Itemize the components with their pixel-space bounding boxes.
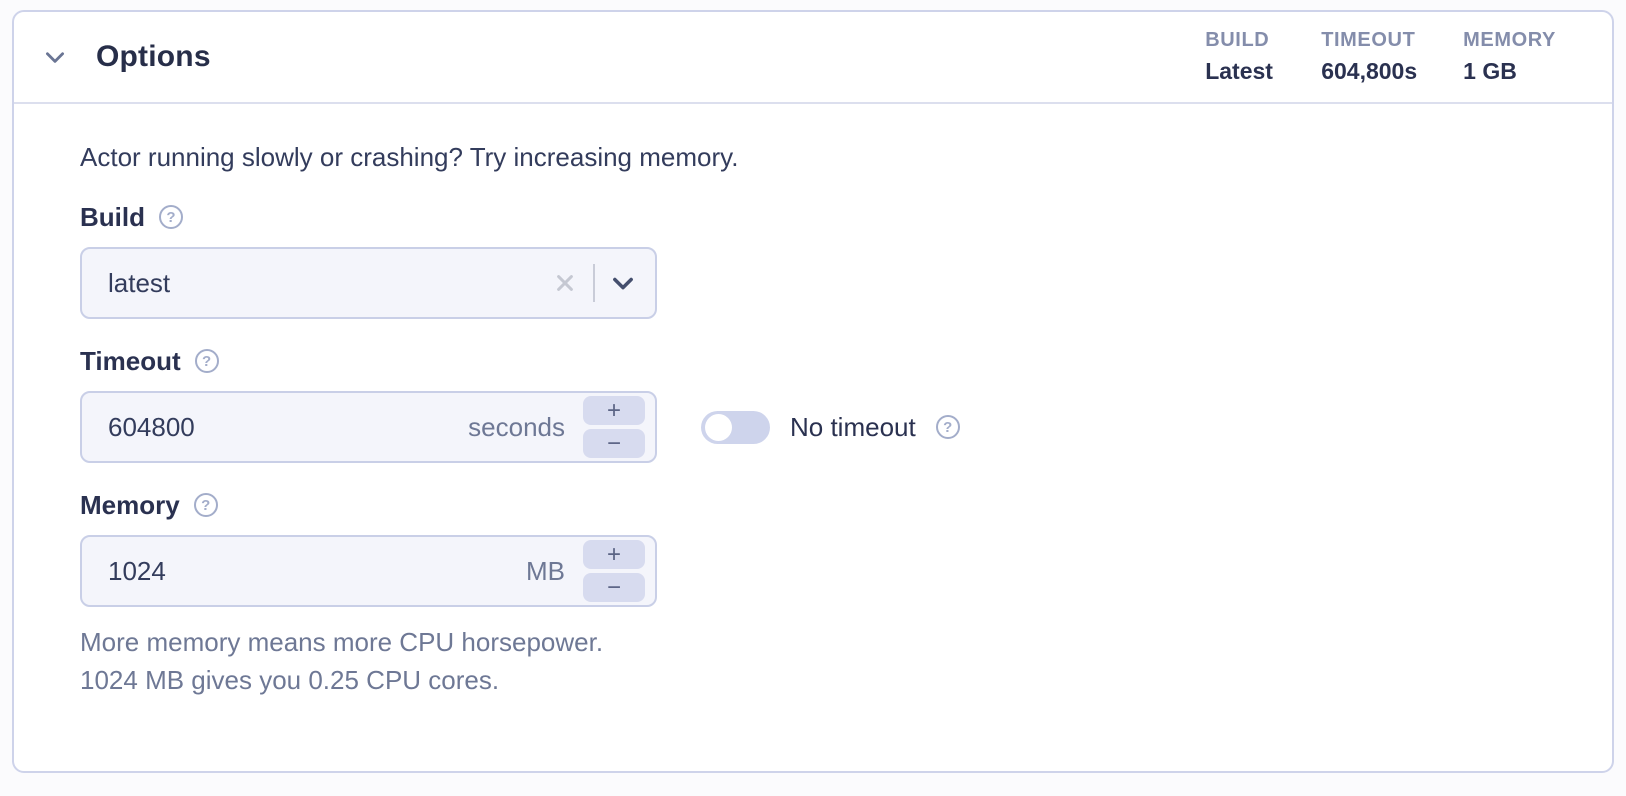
timeout-unit: seconds — [468, 411, 565, 442]
timeout-inputbox: seconds + − — [80, 391, 657, 463]
memory-decrement-button[interactable]: − — [583, 573, 645, 602]
memory-helper-line1: More memory means more CPU horsepower. — [80, 627, 604, 657]
build-combobox — [80, 247, 657, 319]
memory-increment-button[interactable]: + — [583, 540, 645, 569]
memory-help-icon[interactable]: ? — [193, 493, 218, 517]
combobox-divider — [593, 264, 595, 302]
timeout-stepper: + − — [583, 396, 645, 458]
memory-inputbox: MB + − — [80, 535, 657, 607]
summary-memory-value: 1 GB — [1463, 58, 1517, 84]
summary-memory-label: MEMORY — [1463, 29, 1556, 51]
timeout-help-icon[interactable]: ? — [194, 349, 219, 373]
summary-timeout-value: 604,800s — [1321, 58, 1418, 84]
summary-memory: MEMORY 1 GB — [1463, 29, 1556, 85]
build-dropdown-chevron-icon[interactable] — [601, 261, 645, 305]
section-title: Options — [96, 40, 211, 73]
summary-build-label: BUILD — [1205, 29, 1270, 51]
memory-unit: MB — [526, 555, 565, 586]
timeout-increment-button[interactable]: + — [583, 396, 645, 425]
no-timeout-help-icon[interactable]: ? — [935, 415, 960, 439]
timeout-input[interactable] — [108, 411, 469, 443]
no-timeout-toggle[interactable] — [701, 410, 770, 444]
summary-build-value: Latest — [1205, 58, 1273, 84]
build-help-icon[interactable]: ? — [159, 205, 183, 229]
build-clear-icon[interactable] — [543, 261, 587, 305]
options-section-header[interactable]: Options BUILD Latest TIMEOUT 604,800s ME… — [14, 12, 1612, 104]
memory-helper-text: More memory means more CPU horsepower. 1… — [80, 623, 1546, 699]
memory-stepper: + − — [583, 540, 645, 602]
options-body: Actor running slowly or crashing? Try in… — [14, 104, 1612, 699]
memory-label: Memory — [80, 489, 180, 520]
no-timeout-group: No timeout ? — [701, 410, 960, 444]
timeout-decrement-button[interactable]: − — [583, 429, 645, 458]
summary-build: BUILD Latest — [1205, 29, 1275, 85]
memory-helper-line2: 1024 MB gives you 0.25 CPU cores. — [80, 665, 500, 695]
toggle-knob — [705, 413, 732, 441]
build-label-row: Build ? — [80, 201, 1546, 233]
summary-timeout-label: TIMEOUT — [1321, 29, 1416, 51]
memory-label-row: Memory ? — [80, 489, 1546, 521]
collapse-chevron-icon[interactable] — [40, 42, 70, 72]
options-card: Options BUILD Latest TIMEOUT 604,800s ME… — [12, 10, 1614, 773]
intro-text: Actor running slowly or crashing? Try in… — [80, 142, 739, 172]
summary-timeout: TIMEOUT 604,800s — [1321, 29, 1417, 85]
build-input[interactable] — [108, 267, 543, 299]
options-summary: BUILD Latest TIMEOUT 604,800s MEMORY 1 G… — [1205, 29, 1556, 85]
timeout-label-row: Timeout ? — [80, 345, 1546, 377]
no-timeout-label: No timeout — [790, 411, 916, 442]
memory-input[interactable] — [108, 555, 526, 587]
timeout-label: Timeout — [80, 345, 181, 376]
build-label: Build — [80, 201, 145, 232]
